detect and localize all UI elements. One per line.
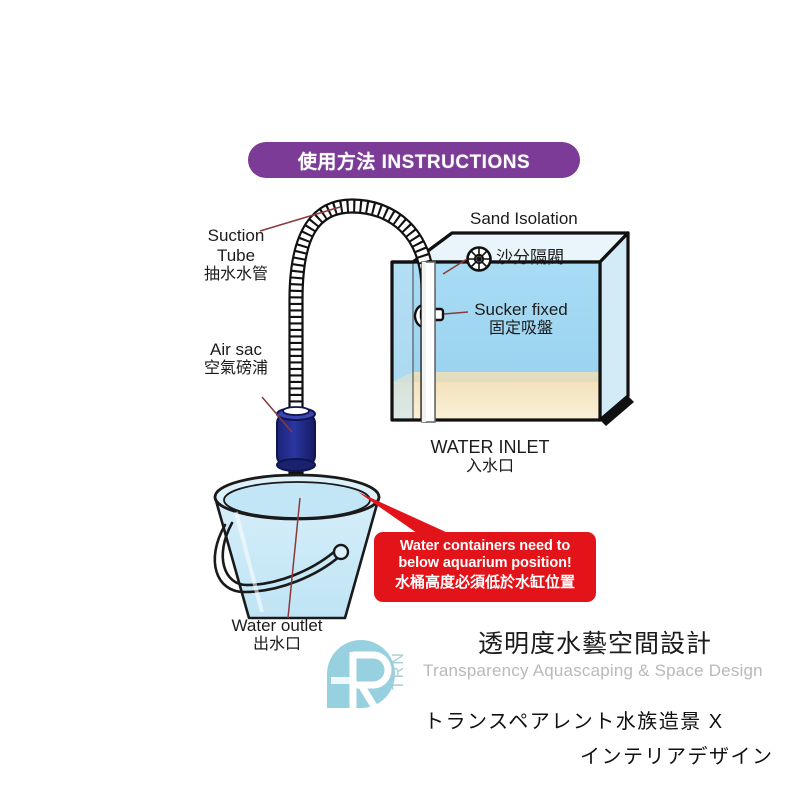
label-air-sac: Air sac 空氣磅浦: [178, 340, 294, 379]
air-sac-zh: 空氣磅浦: [203, 360, 268, 378]
label-sucker-fixed: Sucker fixed 固定吸盤: [456, 300, 586, 339]
tank-intake-pipe: [421, 261, 436, 423]
leader-lines: [259, 206, 469, 619]
leader-water-outlet: [287, 497, 301, 619]
warning-callout: Water containers need to below aquarium …: [374, 532, 596, 602]
leader-air-sac: [261, 396, 293, 433]
sucker-fixed-zh: 固定吸盤: [488, 320, 553, 338]
callout-en-line1: Water containers need to: [399, 538, 571, 554]
logo-r-bowl: [353, 651, 392, 689]
logo-mark-svg: TRN: [327, 640, 407, 726]
label-water-outlet: Water outlet 出水口: [192, 616, 362, 655]
leader-sucker: [443, 311, 469, 315]
brand-company-en: Transparency Aquascaping & Space Design: [423, 661, 763, 680]
logo-dash: [331, 677, 351, 684]
air-sac-bulb: [276, 406, 316, 472]
suction-tube-en-line2: Tube: [216, 246, 256, 266]
brand-company-jp-line2: インテリアデザイン: [580, 746, 774, 768]
logo-r-leg: [358, 683, 388, 726]
sucker-fixed-en: Sucker fixed: [474, 300, 568, 319]
water-outlet-zh: 出水口: [252, 636, 301, 654]
leader-sand-isolation: [442, 258, 468, 275]
label-sand-isolation-zh: 沙分隔閥: [496, 248, 564, 268]
label-sand-isolation-en: Sand Isolation: [470, 209, 578, 229]
logo-side-text: TRN: [390, 651, 407, 690]
brand-logo: TRN: [315, 628, 425, 728]
brand-company-zh: 透明度水藝空間設計: [478, 630, 713, 658]
label-suction-tube: Suction Tube 抽水水管: [176, 226, 296, 285]
brand-company-jp-line1: トランスペアレント水族造景 X: [424, 711, 724, 733]
aquarium-tank: [390, 231, 634, 426]
suction-tube-zh: 抽水水管: [203, 266, 268, 284]
page-title: 使用方法 INSTRUCTIONS: [297, 151, 531, 173]
callout-zh: 水桶高度必須低於水缸位置: [394, 574, 575, 592]
leader-suction-tube: [259, 206, 341, 232]
air-sac-en: Air sac: [210, 340, 262, 359]
sand-isolation-icon: [466, 246, 492, 272]
instructions-header-banner: 使用方法 INSTRUCTIONS: [248, 142, 580, 178]
callout-en-line2: below aquarium position!: [398, 555, 572, 572]
suction-tube-en-line1: Suction: [207, 226, 265, 245]
water-inlet-en: WATER INLET: [430, 437, 550, 457]
suction-tube: [288, 198, 436, 507]
label-water-inlet: WATER INLET 入水口: [390, 437, 590, 477]
sand-isolation-zh: 沙分隔閥: [496, 248, 564, 267]
water-outlet-en: Water outlet: [231, 616, 323, 635]
water-inlet-zh: 入水口: [465, 458, 514, 476]
bucket: [213, 473, 381, 620]
sand-isolation-en: Sand Isolation: [470, 209, 578, 228]
